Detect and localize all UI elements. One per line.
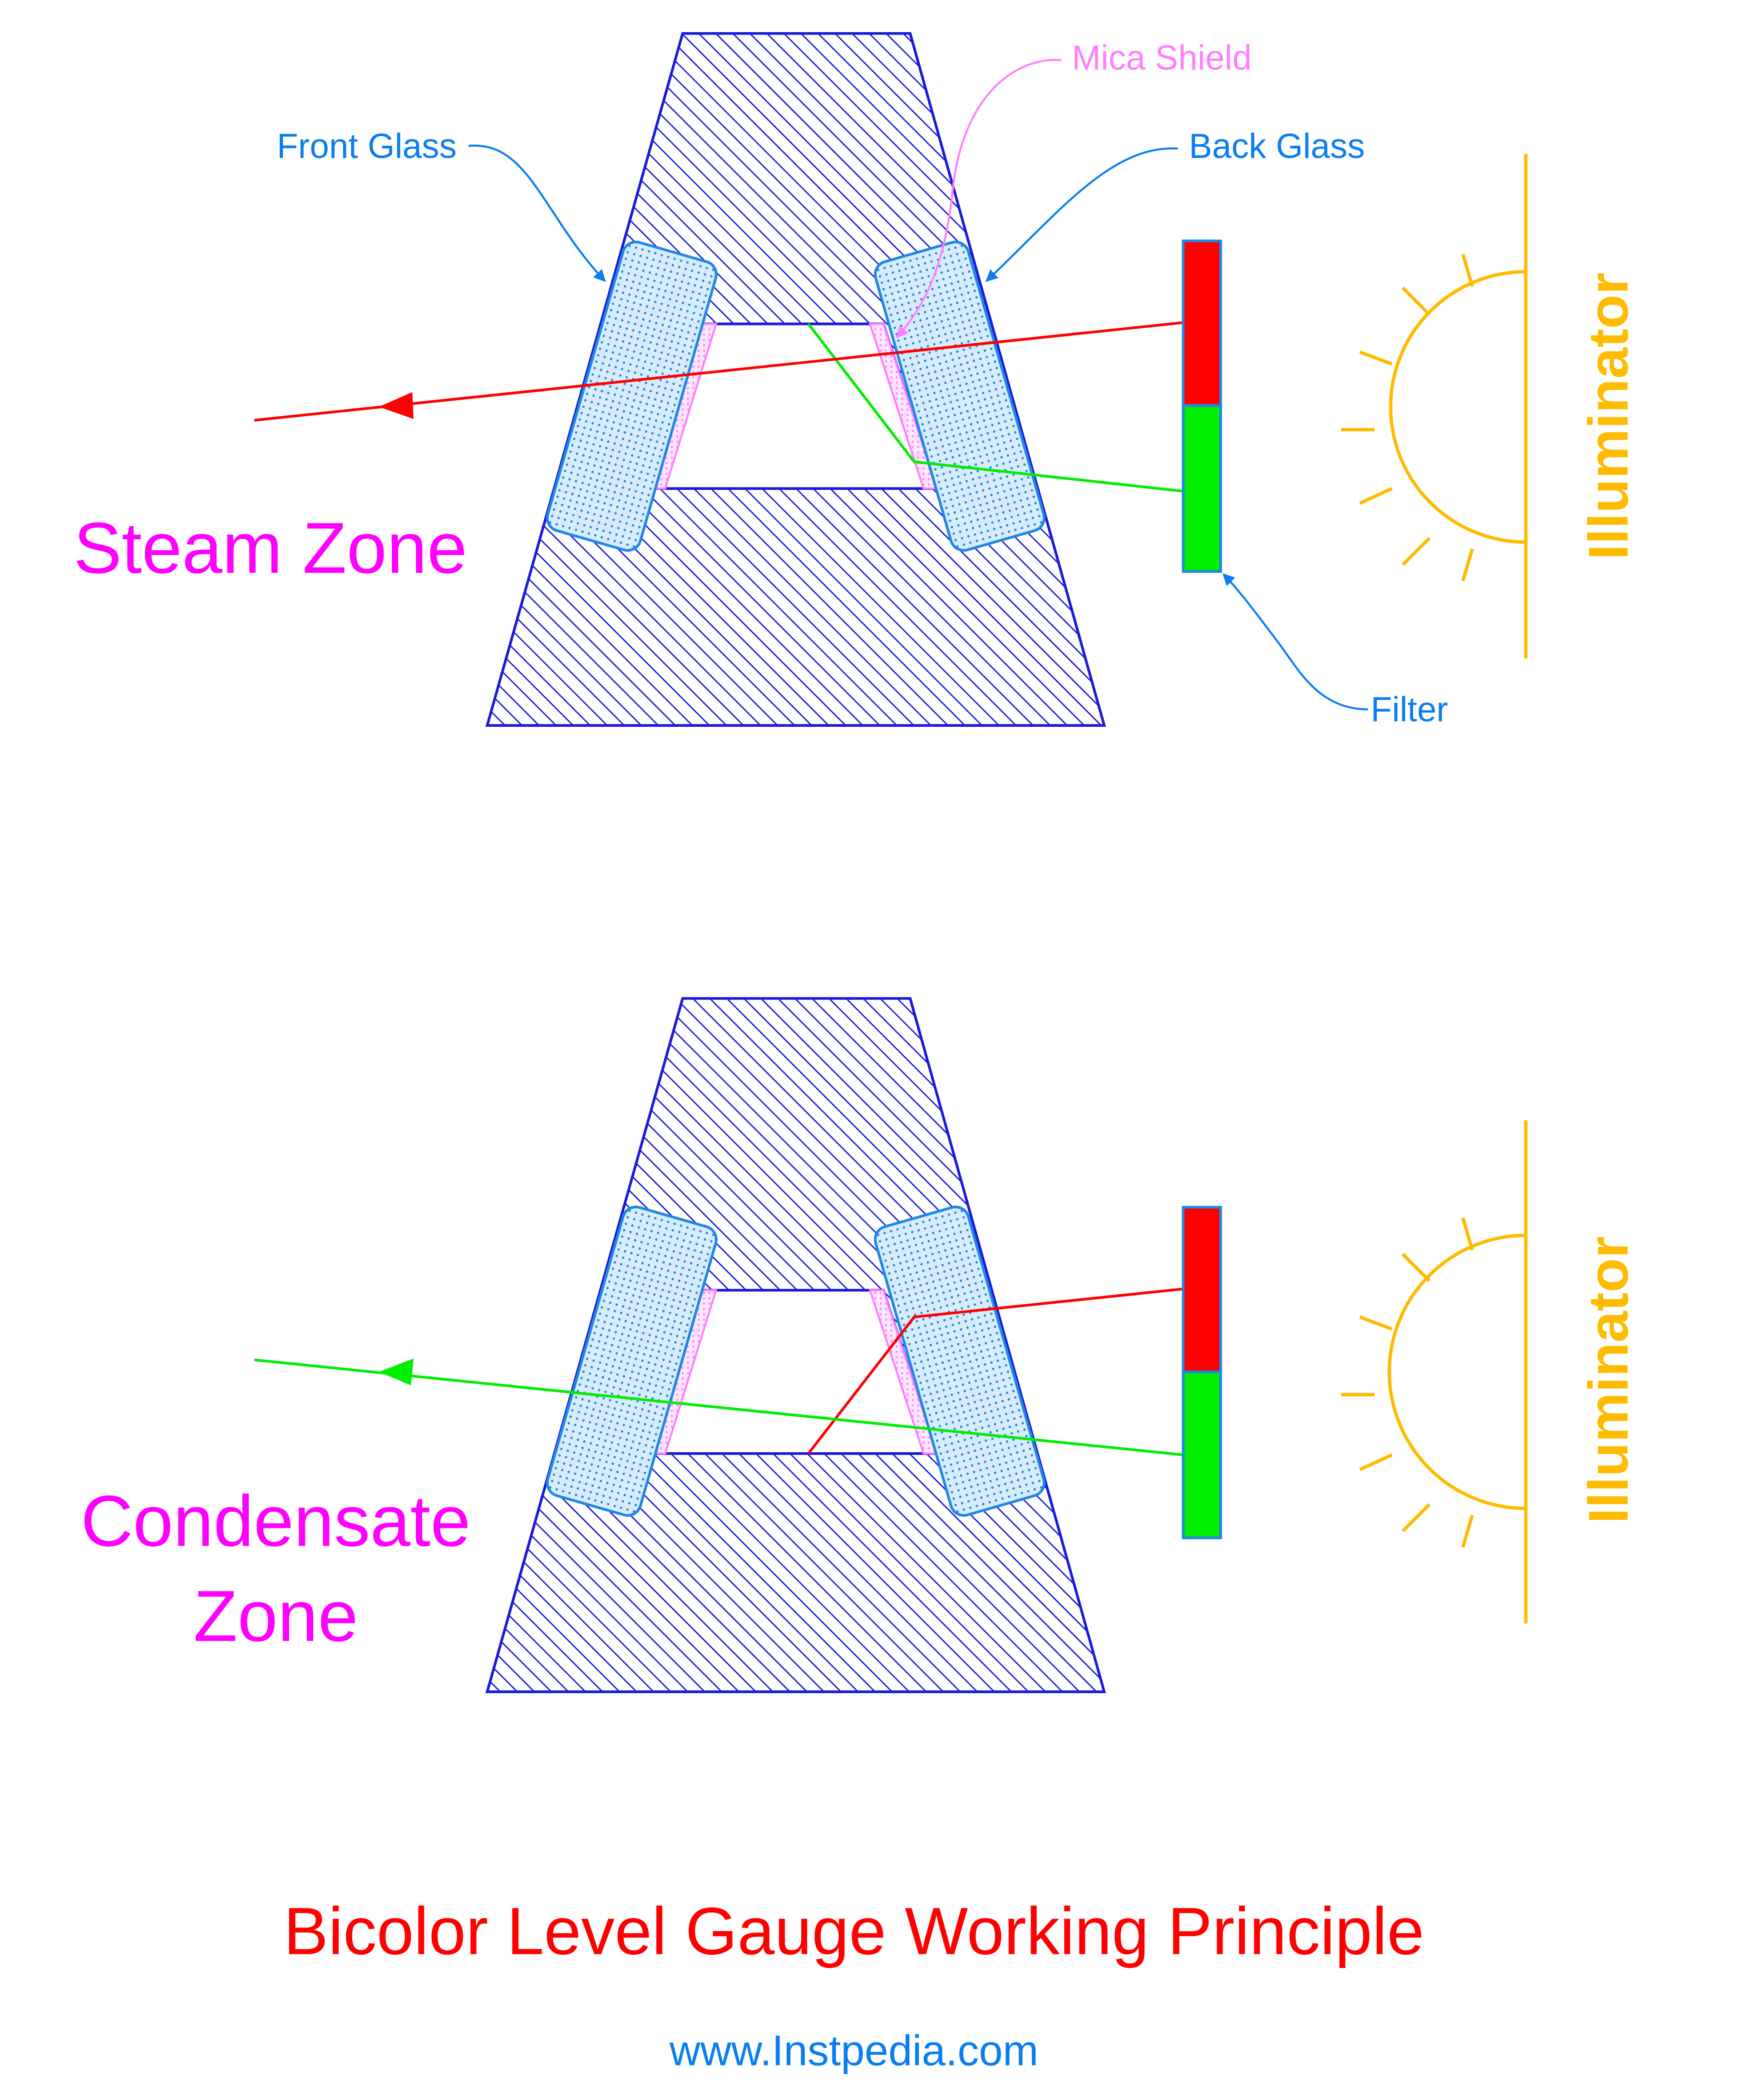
filter-green-segment — [1182, 404, 1222, 573]
filter-leader — [1222, 573, 1368, 710]
red-ray-arrowhead — [379, 392, 414, 419]
mica-shield-leader — [896, 59, 1062, 338]
filter-green-segment — [1182, 1370, 1222, 1539]
filter-red-segment — [1182, 239, 1222, 407]
gauge-body-hatched — [485, 997, 1106, 1693]
front-glass-leader — [468, 144, 606, 282]
steam-gauge: Illuminator Steam Zone Front Glass Mica … — [74, 32, 1640, 729]
condensate-zone-label-line1: Condensate — [81, 1480, 471, 1561]
illuminator-label-top: Illuminator — [1577, 272, 1640, 560]
illuminator-top — [1341, 154, 1528, 659]
back-glass-leader — [986, 147, 1178, 282]
gauge-body-hatched — [485, 32, 1106, 727]
front-glass-label: Front Glass — [277, 127, 457, 166]
website-link[interactable]: www.Instpedia.com — [669, 2026, 1039, 2074]
filter-red-segment — [1182, 1206, 1222, 1374]
back-glass-label: Back Glass — [1189, 127, 1365, 166]
filter-label: Filter — [1371, 690, 1448, 729]
front-glass — [546, 241, 718, 552]
condensate-gauge: Illuminator Condensate Zone — [81, 997, 1640, 1693]
diagram-title: Bicolor Level Gauge Working Principle — [284, 1894, 1425, 1969]
back-glass — [874, 241, 1046, 552]
green-light-ray — [807, 323, 1183, 493]
front-glass — [546, 1205, 718, 1517]
mica-shield-label: Mica Shield — [1072, 39, 1252, 77]
steam-zone-label: Steam Zone — [74, 508, 467, 588]
red-light-ray — [807, 1287, 1183, 1454]
illuminator-bottom — [1341, 1120, 1528, 1624]
green-ray-arrowhead — [379, 1358, 414, 1385]
condensate-zone-label-line2: Zone — [193, 1576, 358, 1656]
back-glass — [874, 1205, 1046, 1517]
illuminator-label-bottom: Illuminator — [1577, 1236, 1640, 1523]
